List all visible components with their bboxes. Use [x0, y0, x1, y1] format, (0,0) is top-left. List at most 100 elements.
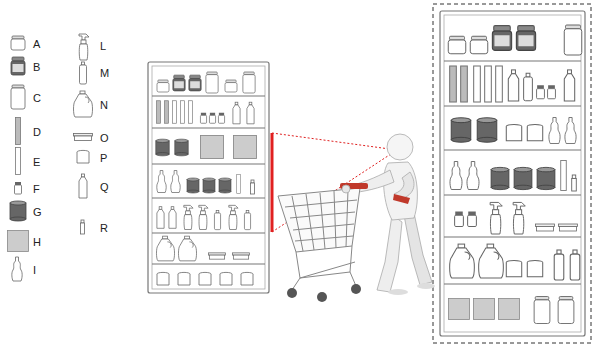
product-icon [15, 182, 22, 194]
product-icon [554, 250, 564, 280]
product-icon [171, 171, 180, 193]
product-icon [461, 66, 468, 102]
product-icon [199, 205, 208, 229]
product-icon [157, 272, 169, 285]
product-icon [561, 161, 567, 191]
product-icon [251, 180, 255, 194]
product-icon [169, 207, 176, 229]
product-icon [536, 224, 555, 231]
product-icon [241, 272, 253, 285]
product-icon [233, 102, 240, 124]
product-icon [474, 299, 495, 320]
product-icon [157, 207, 164, 229]
product-icon [77, 150, 89, 163]
product-icon [156, 139, 169, 156]
product-icon [11, 85, 25, 109]
product-icon [548, 85, 556, 99]
product-icon [173, 75, 185, 91]
shelf-unit [148, 62, 269, 293]
product-icon [188, 101, 192, 124]
product-icon [164, 101, 168, 124]
product-icon [8, 231, 29, 252]
product-icon [449, 299, 470, 320]
product-icon [203, 178, 215, 193]
product-icon [524, 73, 533, 101]
product-icon [479, 244, 504, 278]
product-icon [172, 101, 176, 124]
view-area-line [271, 133, 274, 232]
products [8, 25, 582, 324]
product-icon [80, 62, 87, 84]
item-letter: N [100, 99, 108, 111]
product-icon [527, 261, 542, 277]
product-icon [549, 118, 560, 144]
product-icon [229, 205, 238, 229]
product-icon [491, 167, 509, 189]
product-icon [220, 272, 232, 285]
product-icon [16, 148, 21, 175]
product-icon [490, 202, 502, 234]
product-icon [201, 136, 224, 159]
product-icon [219, 178, 231, 193]
item-letter: E [33, 156, 40, 168]
product-icon [178, 236, 196, 261]
product-icon [450, 162, 462, 190]
product-icon [570, 250, 580, 280]
product-icon [157, 171, 166, 193]
product-icon [187, 178, 199, 193]
zoom-frame [433, 4, 591, 343]
product-icon [451, 118, 471, 142]
product-icon [470, 36, 488, 54]
item-letter: D [33, 126, 41, 138]
item-letter: P [100, 152, 107, 164]
product-icon [477, 118, 497, 142]
item-letter: I [33, 264, 36, 276]
product-icon [474, 66, 481, 102]
product-icon [537, 167, 555, 189]
product-icon [508, 70, 518, 101]
product-icon [180, 101, 184, 124]
product-icon [564, 25, 582, 55]
product-icon [448, 36, 466, 54]
zoomed-shelf-unit [440, 11, 585, 336]
item-letter: G [33, 206, 42, 218]
item-letter: H [33, 236, 41, 248]
sight-line [272, 133, 397, 150]
item-letter: F [33, 183, 40, 195]
product-icon [200, 113, 206, 124]
product-icon [559, 224, 578, 231]
product-icon [237, 174, 241, 193]
product-icon [516, 26, 535, 51]
product-icon [492, 26, 511, 51]
product-icon [178, 272, 190, 285]
product-icon [209, 113, 215, 124]
product-icon [11, 57, 25, 75]
product-icon [450, 244, 475, 278]
product-icon [485, 66, 492, 102]
product-icon [208, 253, 225, 259]
product-icon [156, 101, 160, 124]
item-letter: M [100, 67, 109, 79]
product-icon [244, 210, 250, 229]
product-icon [467, 162, 479, 190]
product-icon [214, 210, 220, 229]
product-icon [468, 212, 477, 227]
product-icon [450, 66, 457, 102]
product-icon [513, 202, 525, 234]
product-icon [79, 34, 89, 60]
product-icon [234, 136, 257, 159]
product-icon [156, 236, 174, 261]
product-icon [74, 134, 93, 141]
product-icon [527, 125, 542, 141]
product-icon [189, 75, 201, 91]
product-icon [514, 167, 532, 189]
product-icon [12, 257, 22, 281]
product-icon [247, 102, 254, 124]
product-icon [10, 201, 26, 221]
product-icon [157, 80, 169, 92]
product-icon [74, 91, 93, 117]
item-letter: L [100, 40, 106, 52]
product-icon [16, 118, 21, 145]
